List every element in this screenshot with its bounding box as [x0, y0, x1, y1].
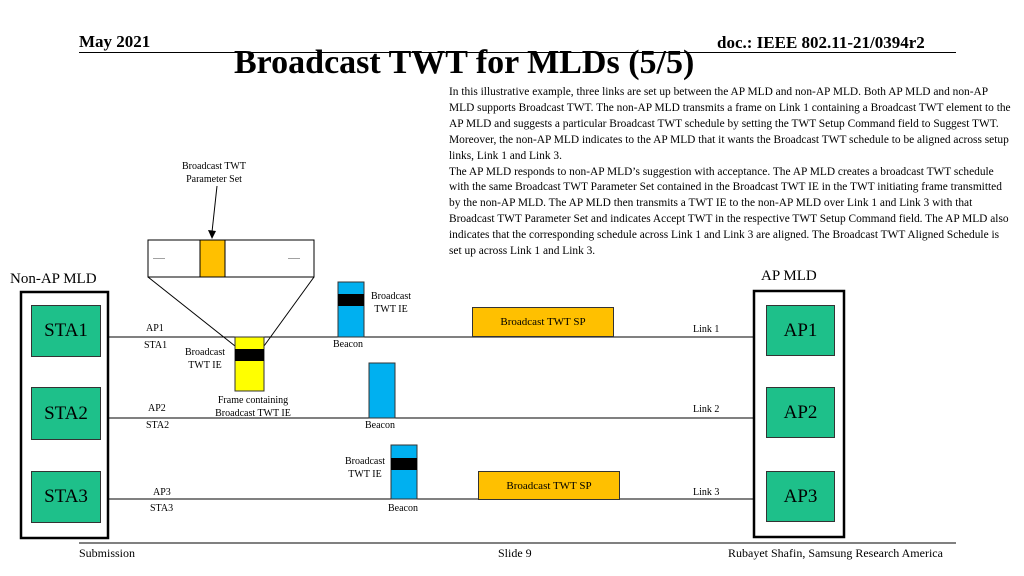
link-1-sta-label: STA1: [144, 340, 168, 351]
link-2-beacon-label: Beacon: [365, 420, 395, 431]
link-1-beacon: [337, 281, 365, 338]
page-title: Broadcast TWT for MLDs (5/5): [234, 44, 695, 81]
frame-link-1-ie: [235, 349, 264, 361]
footer-submission: Submission: [79, 546, 136, 560]
sta1-box: STA1: [31, 305, 101, 357]
link-2-beacon: [368, 362, 396, 419]
link-3-twt-ie-label: Broadcast TWT IE: [345, 456, 385, 480]
link-3-name: Link 3: [693, 487, 720, 498]
link-1-twt-ie-label: Broadcast TWT IE: [371, 291, 411, 315]
param-set-arrowhead: [208, 230, 216, 239]
ap-mld-label: AP MLD: [761, 268, 817, 284]
description-text: In this illustrative example, three link…: [449, 85, 1011, 260]
link-3-beacon-label: Beacon: [388, 503, 418, 514]
frame-twt-ie-label: Broadcast TWT IE: [185, 347, 225, 371]
header-rule: [79, 52, 956, 53]
link-2-ap-label: AP2: [148, 403, 166, 414]
description-paragraph-1: In this illustrative example, three link…: [449, 86, 1011, 162]
link-1-twt-sp: Broadcast TWT SP: [472, 307, 614, 337]
link-3-beacon: [390, 444, 418, 500]
ap-mld-container: [752, 289, 846, 539]
ap3-box: AP3: [766, 471, 835, 522]
non-ap-mld-label: Non-AP MLD: [10, 271, 97, 287]
link-3-ap-label: AP3: [153, 487, 171, 498]
non-ap-mld-container: [19, 290, 110, 540]
ie-ellipsis-left: ......: [153, 252, 165, 261]
zoom-line-right: [263, 276, 315, 347]
link-2-name: Link 2: [693, 404, 720, 415]
link-3-beacon-ie: [391, 458, 417, 470]
link-2-sta-label: STA2: [146, 420, 170, 431]
param-set-label: Broadcast TWT Parameter Set: [182, 161, 246, 185]
link-1-ap-label: AP1: [146, 323, 164, 334]
frame-label: Frame containing Broadcast TWT IE: [215, 395, 291, 419]
param-set-field: [199, 239, 226, 278]
link-1-name: Link 1: [693, 324, 720, 335]
ie-ellipsis-right: ......: [288, 252, 300, 261]
link-3-sta-label: STA3: [150, 503, 174, 514]
link-3-twt-sp: Broadcast TWT SP: [478, 471, 620, 500]
link-1-beacon-label: Beacon: [333, 339, 363, 350]
frame-link-1: [234, 336, 265, 392]
footer-author: Rubayet Shafin, Samsung Research America: [728, 546, 943, 560]
description-paragraph-2: The AP MLD responds to non-AP MLD’s sugg…: [449, 165, 1009, 258]
header-doc-id: doc.: IEEE 802.11-21/0394r2: [717, 33, 925, 52]
sta2-box: STA2: [31, 387, 101, 440]
param-set-arrow: [211, 185, 218, 233]
link-1-beacon-ie: [338, 294, 364, 306]
ap2-box: AP2: [766, 387, 835, 438]
header-date: May 2021: [79, 32, 151, 51]
zoom-line-left: [147, 276, 236, 347]
footer-slide-number: Slide 9: [498, 546, 532, 560]
ap1-box: AP1: [766, 305, 835, 356]
ie-field-zoom: [147, 239, 315, 278]
sta3-box: STA3: [31, 471, 101, 523]
